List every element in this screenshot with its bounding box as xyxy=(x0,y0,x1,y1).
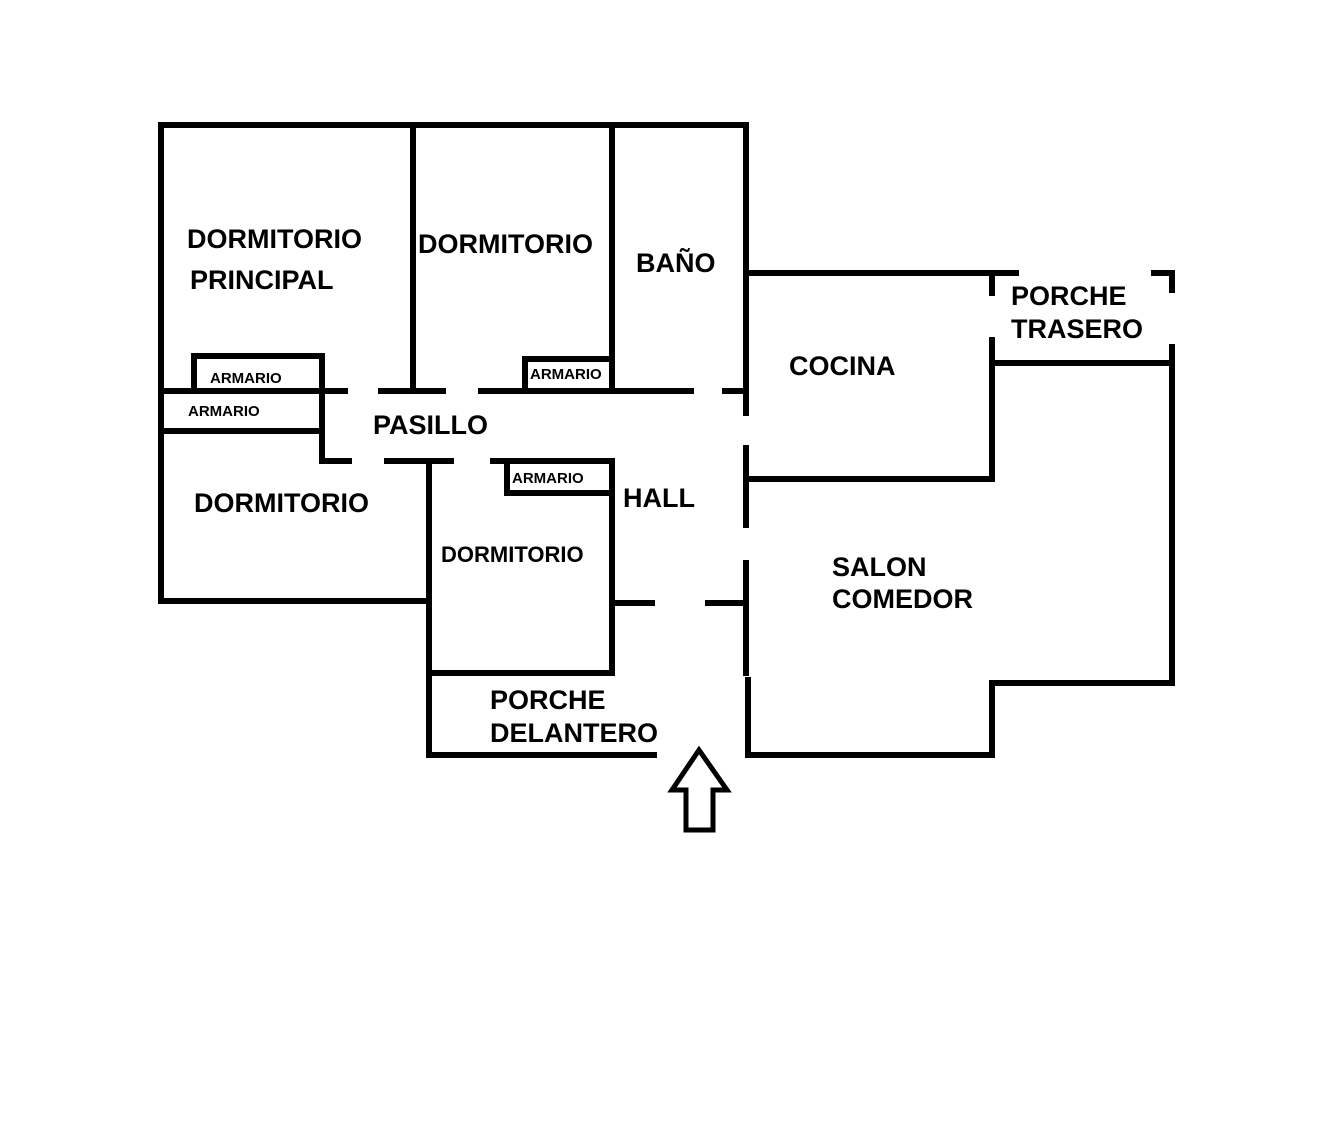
closet-label-master: ARMARIO xyxy=(210,370,282,387)
entrance xyxy=(667,745,732,833)
room-label-master-bedroom-line1: DORMITORIO xyxy=(187,224,362,254)
closet-top xyxy=(522,356,615,394)
walls xyxy=(158,122,1175,758)
room-label-bedroom-left: DORMITORIO xyxy=(194,488,369,518)
closet-master xyxy=(191,353,325,394)
room-label-living-line1: SALON xyxy=(832,552,927,582)
room-label-hall: HALL xyxy=(623,483,695,513)
closet-center xyxy=(504,458,615,496)
room-label-back-porch-line2: TRASERO xyxy=(1011,314,1143,344)
room-label-bedroom-center: DORMITORIO xyxy=(441,542,584,567)
room-label-hallway: PASILLO xyxy=(373,410,488,440)
closet-label-left: ARMARIO xyxy=(188,403,260,420)
room-label-living-line2: COMEDOR xyxy=(832,584,973,614)
room-labels: DORMITORIO PRINCIPAL DORMITORIO BAÑO COC… xyxy=(187,224,1143,748)
room-label-front-porch-line1: PORCHE xyxy=(490,685,606,715)
room-label-back-porch-line1: PORCHE xyxy=(1011,281,1127,311)
room-label-front-porch-line2: DELANTERO xyxy=(490,718,658,748)
room-label-bathroom: BAÑO xyxy=(636,247,716,278)
room-label-master-bedroom-line2: PRINCIPAL xyxy=(190,265,334,295)
closet-label-top: ARMARIO xyxy=(530,366,602,383)
entrance-arrow-icon xyxy=(667,745,732,833)
room-label-kitchen: COCINA xyxy=(789,351,896,381)
room-label-bedroom-top: DORMITORIO xyxy=(418,229,593,259)
closet-label-center: ARMARIO xyxy=(512,470,584,487)
closet-labels: ARMARIO ARMARIO ARMARIO ARMARIO xyxy=(188,366,602,487)
